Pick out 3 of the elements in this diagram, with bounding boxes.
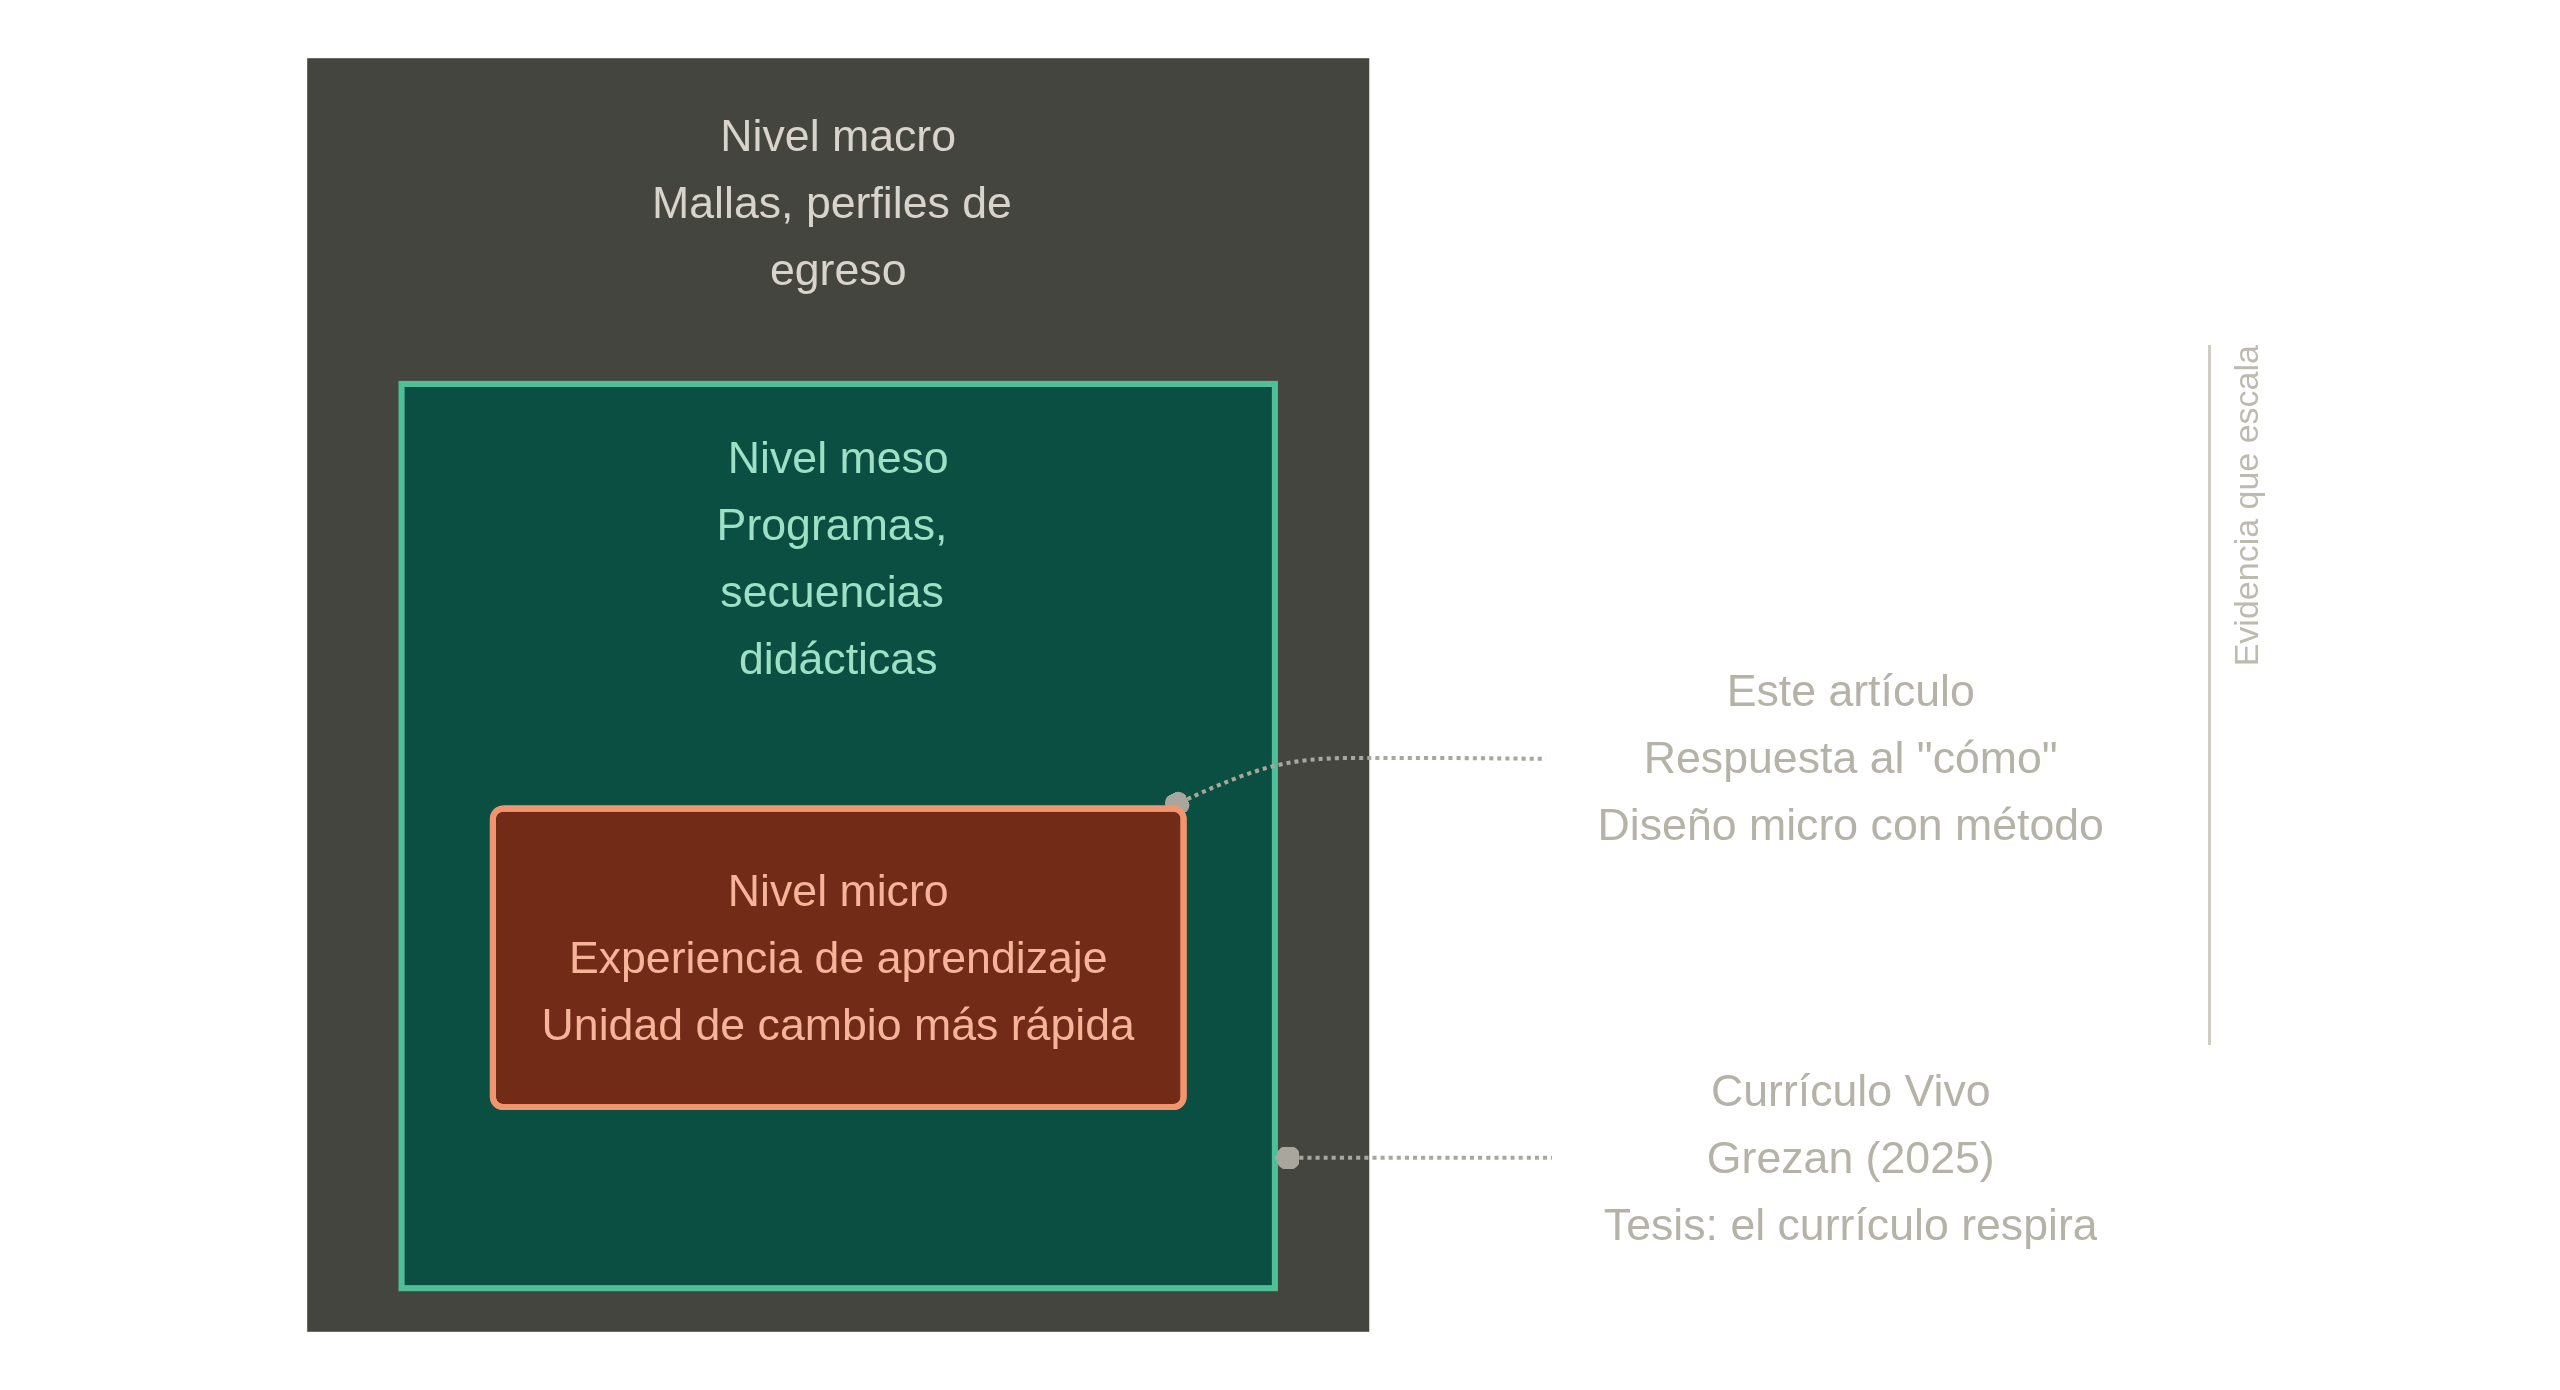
node-text: Este artículo Respuesta al "cómo" Diseño micro con método <box>1597 665 2104 851</box>
side-label: Evidencia que escala <box>2227 345 2267 667</box>
node-text: Currículo Vivo Grezan (2025) Tesis: el currículo respira <box>1603 1065 2098 1251</box>
